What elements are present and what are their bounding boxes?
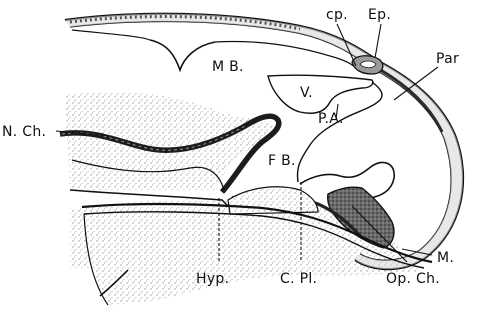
- label-ep: Ep.: [368, 7, 391, 23]
- label-par: Par: [436, 51, 459, 67]
- ventricle-outline: [268, 75, 373, 113]
- ep-leader: [375, 24, 381, 58]
- midbrain-floor-line: [72, 30, 150, 40]
- label-opch: Op. Ch.: [386, 271, 440, 287]
- label-pa: P.A.: [318, 111, 344, 127]
- label-m: M.: [437, 250, 454, 266]
- midbrain-flexure-notch: [150, 40, 215, 70]
- label-mb: M B.: [212, 59, 244, 75]
- label-nch: N. Ch.: [2, 124, 46, 140]
- label-hyp: Hyp.: [196, 271, 229, 287]
- label-fb: F B.: [268, 153, 296, 169]
- label-cp: cp.: [326, 7, 348, 23]
- label-v: V.: [300, 85, 313, 101]
- label-cpl: C. Pl.: [280, 271, 317, 287]
- upper-mesenchyme: [65, 92, 275, 190]
